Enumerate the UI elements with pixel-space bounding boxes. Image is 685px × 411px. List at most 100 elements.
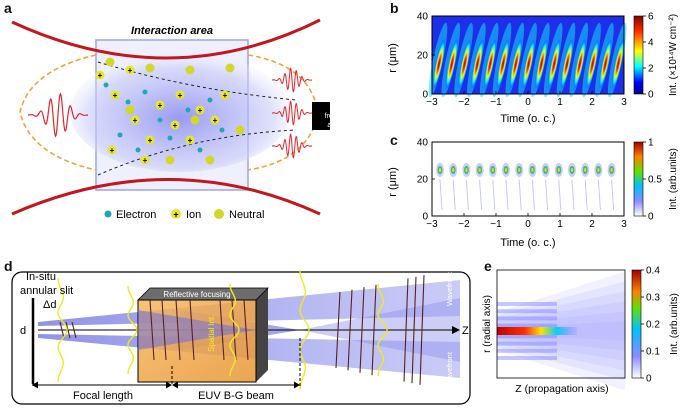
neutral-icon	[145, 63, 155, 73]
panel-label: b	[390, 0, 399, 16]
wavefront-line	[189, 299, 195, 361]
side-lobe	[497, 334, 557, 339]
intensity-streak	[611, 38, 625, 90]
colorbar-tick: 0.3	[646, 293, 660, 304]
svg-text:+: +	[143, 156, 148, 165]
x-tick-label: 0	[525, 219, 531, 230]
panel-e-plot: r (radial axis) Z (propagation axis) 00.…	[482, 266, 680, 396]
wavefront-top-label: Wavefront	[445, 271, 454, 306]
x-tick-label: 0	[525, 97, 531, 108]
wavefront-line	[403, 278, 409, 382]
intensity-streak	[573, 38, 587, 90]
intensity-streak	[534, 38, 548, 90]
wavefront-line	[411, 276, 417, 384]
wavefront-line	[359, 287, 365, 373]
side-lobe	[497, 309, 557, 314]
panel-a: a ++++++++++++++ Interaction area	[0, 0, 355, 230]
svg-text:+: +	[173, 121, 178, 130]
neutral-icon	[225, 63, 235, 73]
colorbar-tick: 0	[646, 374, 652, 385]
panel-label: e	[484, 258, 492, 274]
ion-icon	[170, 120, 180, 130]
spatial-intensity-curve	[377, 283, 388, 377]
panel-e: e r (radial axis) Z (propagation axis) 0…	[480, 258, 685, 411]
output-pulse	[272, 133, 312, 159]
ion-icon	[110, 90, 120, 100]
wavefront-line	[59, 321, 65, 339]
side-lobe	[497, 316, 557, 321]
intensity-streak	[470, 38, 484, 90]
colorbar-tick: 6	[648, 12, 654, 23]
legend-electron: Electron	[116, 209, 156, 221]
x-axis-label: Time (o. c.)	[500, 237, 555, 249]
neutral-icon	[165, 155, 175, 165]
panel-a-diagram: ++++++++++++++ Interaction area Electron…	[11, 18, 330, 221]
mirror-box-side	[256, 288, 268, 382]
plot-area	[497, 270, 625, 378]
ion-icon	[155, 100, 165, 110]
intensity-streak	[483, 38, 497, 90]
svg-text:+: +	[133, 116, 138, 125]
beam-bottom-boundary	[11, 178, 321, 216]
ion-icon	[210, 115, 220, 125]
electron-icon	[219, 127, 225, 133]
svg-text:+: +	[173, 210, 178, 220]
svg-text:+: +	[178, 91, 183, 100]
intensity-streak	[432, 38, 446, 90]
ion-icon	[145, 135, 155, 145]
svg-text:+: +	[158, 101, 163, 110]
electron-icon	[142, 89, 148, 95]
x-tick-label: −3	[426, 219, 438, 230]
z-axis-label: Z	[462, 325, 469, 337]
wavefront-line	[335, 291, 341, 369]
svg-text:+: +	[110, 146, 115, 155]
ion-icon	[185, 135, 195, 145]
arrow-text: Time-frequency analysis	[324, 104, 356, 129]
neutral-icon	[125, 105, 135, 115]
intensity-streak	[586, 38, 600, 90]
x-tick-label: −2	[458, 97, 470, 108]
box-label: Reflective focusing	[163, 290, 230, 299]
svg-text:+: +	[148, 136, 153, 145]
wavefront-line	[371, 284, 377, 376]
focal-length-label: Focal length	[73, 390, 133, 402]
central-lobe	[497, 327, 577, 335]
ion-icon	[107, 145, 117, 155]
spatial-intensity-curve	[57, 277, 68, 383]
svg-text:+: +	[188, 136, 193, 145]
colorbar-label: Int. (×10¹⁴W cm⁻²)	[668, 14, 679, 96]
neutral-icon	[190, 115, 200, 125]
spatial-intensity-curve	[229, 283, 240, 377]
colorbar	[633, 15, 644, 95]
y-tick-label: 40	[417, 138, 429, 149]
panel-label: d	[4, 258, 13, 274]
slit-label-2: annular slit	[20, 285, 73, 297]
x-axis-label: Z (propagation axis)	[515, 383, 608, 395]
svg-text:+: +	[223, 91, 228, 100]
x-tick-label: 3	[621, 219, 627, 230]
colorbar-label: Int. (arb.units)	[668, 148, 679, 210]
colorbar-tick: 0.1	[646, 347, 660, 358]
x-tick-label: 2	[589, 219, 595, 230]
delta-d-label: Δd	[43, 299, 56, 311]
electron-icon	[125, 99, 131, 105]
colorbar	[633, 141, 644, 217]
svg-text:+: +	[113, 91, 118, 100]
wavefront-line	[243, 299, 249, 361]
spatial-intensity-curve	[127, 285, 138, 375]
x-tick-label: 1	[557, 219, 563, 230]
colorbar-tick: 0	[648, 90, 654, 101]
x-tick-label: −2	[458, 219, 470, 230]
x-axis-label: Time (o. c.)	[500, 113, 555, 125]
wavefront-line	[161, 299, 167, 361]
ion-icon	[95, 70, 105, 80]
electron-icon	[103, 82, 109, 88]
spatial-intensity-curve	[299, 269, 310, 391]
spatial-int-label: Spatial int.	[207, 315, 216, 352]
side-lobe	[497, 323, 557, 328]
wavefront-line	[231, 299, 237, 361]
y-tick-label: 0	[422, 90, 428, 101]
colorbar-tick: 2	[648, 64, 654, 75]
ion-icon	[195, 105, 205, 115]
